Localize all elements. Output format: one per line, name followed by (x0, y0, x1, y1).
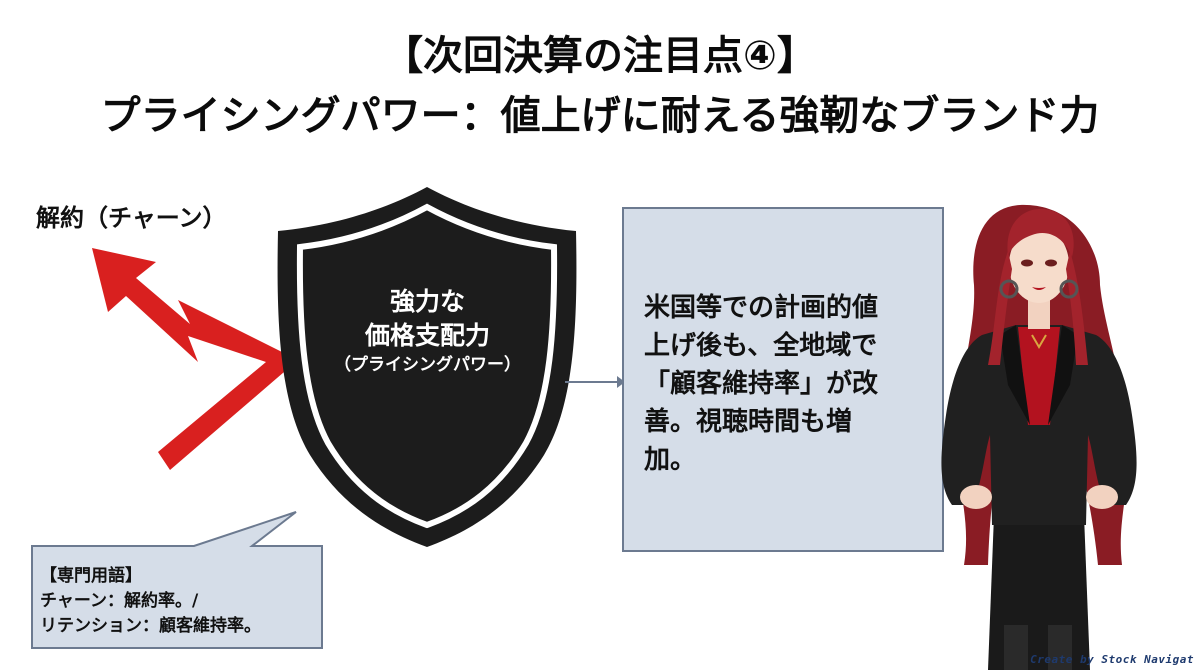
shield-icon (277, 187, 577, 547)
churn-arrow-icon (92, 248, 298, 470)
slide-title-line2: プライシングパワー：値上げに耐える強靭なブランド力 (100, 93, 1100, 139)
presenter-illustration (941, 204, 1137, 670)
info-line-1: 米国等での計画的値 (644, 293, 879, 323)
info-line-3: 「顧客維持率」が改 (644, 369, 879, 399)
shield-line-1: 強力な (389, 287, 465, 316)
churn-arrow-shape (92, 248, 298, 470)
shield-outer (277, 187, 577, 547)
info-box: 米国等での計画的値 上げ後も、全地域で 「顧客維持率」が改 善。視聴時間も増 加… (622, 207, 944, 552)
credit-text: Create by Stock Navigat (1030, 653, 1194, 666)
glossary-bubble (31, 511, 323, 649)
skirt (988, 515, 1090, 670)
glossary-churn: チャーン：解約率。/ (40, 591, 199, 611)
blouse (1018, 327, 1060, 425)
info-text: 米国等での計画的値 上げ後も、全地域で 「顧客維持率」が改 善。視聴時間も増 加… (644, 289, 934, 479)
info-line-4: 善。視聴時間も増 (644, 407, 853, 437)
glossary-retention: リテンション：顧客維持率。 (40, 616, 261, 636)
hair-front (1007, 208, 1074, 257)
glossary-text: 【専門用語】 チャーン：解約率。/ リテンション：顧客維持率。 (40, 564, 261, 639)
face (1009, 227, 1069, 303)
shield-text: 強力な 価格支配力 （プライシングパワー） (300, 285, 555, 377)
info-line-5: 加。 (644, 445, 697, 475)
shield-border (296, 203, 558, 529)
shield-line-2: 価格支配力 (364, 321, 490, 350)
churn-label: 解約（チャーン） (36, 204, 227, 232)
glossary-bubble-shape (31, 511, 323, 649)
info-line-2: 上げ後も、全地域で (644, 331, 878, 361)
slide-title-line1: 【次回決算の注目点④】 (383, 33, 817, 79)
connector-arrow-icon (565, 376, 625, 388)
glossary-heading: 【専門用語】 (40, 566, 142, 586)
shield-line-3: （プライシングパワー） (334, 355, 521, 375)
